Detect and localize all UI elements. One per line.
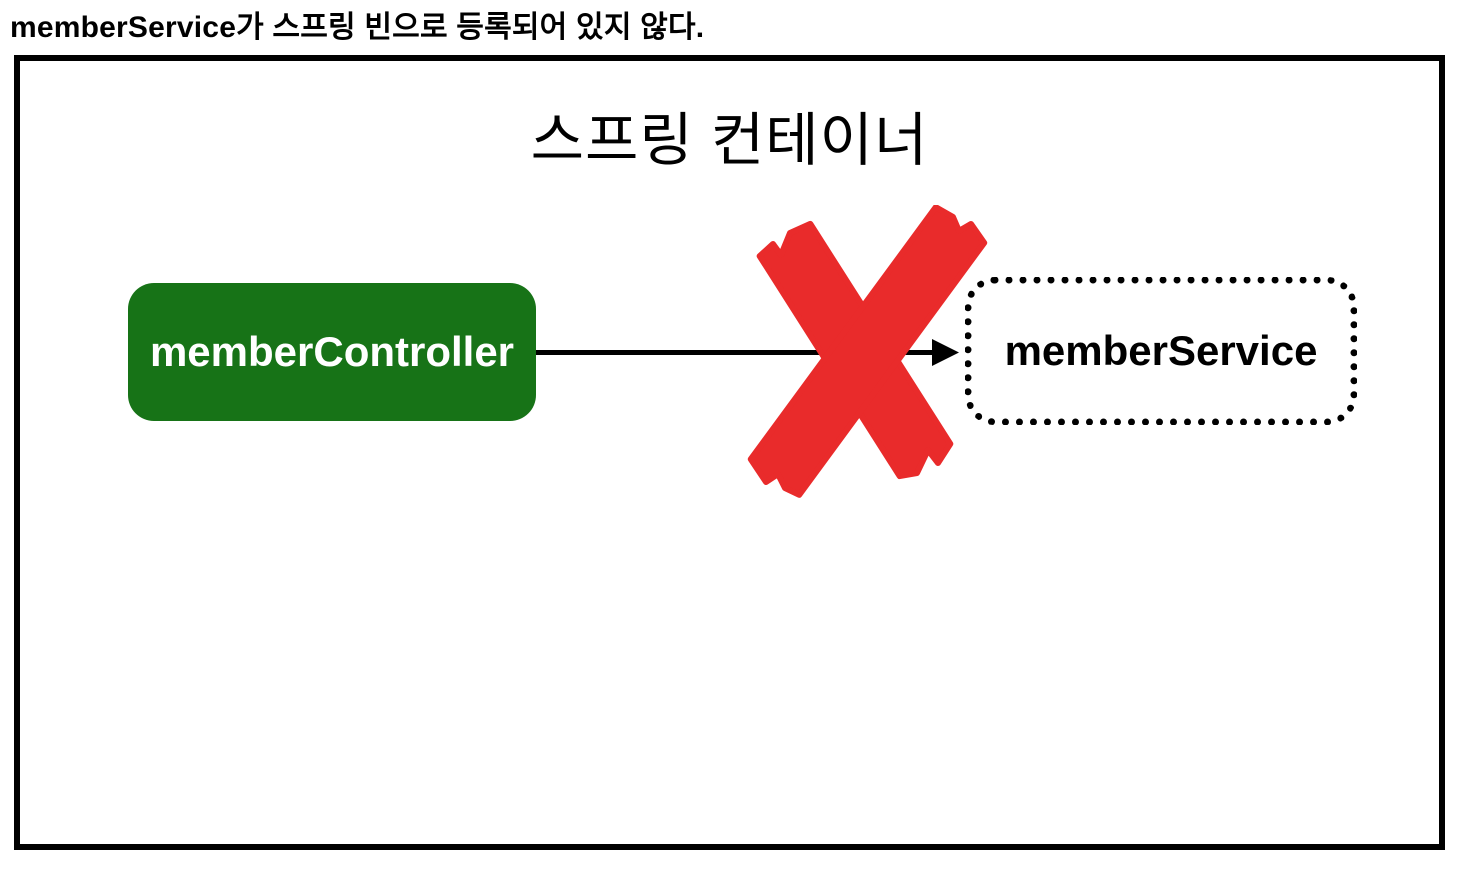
container-title: 스프링 컨테이너	[530, 108, 929, 173]
member-service-node: memberService	[965, 277, 1357, 425]
member-service-label: memberService	[1004, 327, 1318, 374]
spring-container-box: 스프링 컨테이너 memberController memberService	[14, 55, 1445, 850]
red-x-icon	[747, 205, 988, 498]
caption-text: memberService가 스프링 빈으로 등록되어 있지 않다.	[10, 11, 705, 44]
member-controller-node: memberController	[128, 283, 536, 421]
member-controller-label: memberController	[149, 328, 515, 375]
